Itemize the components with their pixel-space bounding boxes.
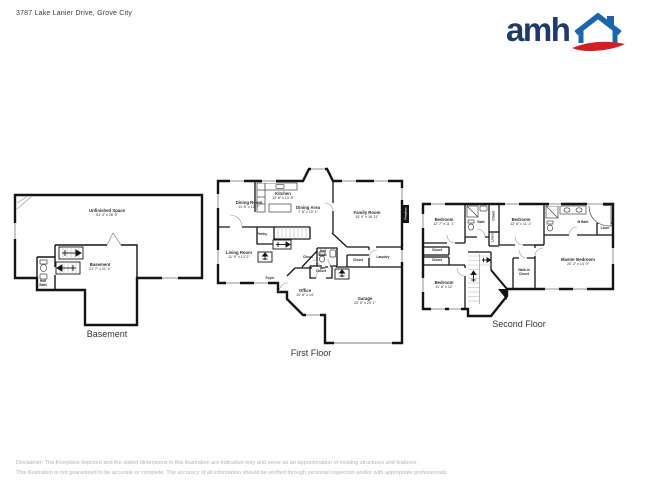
fireplace-box: [402, 205, 409, 223]
sink-icon: [275, 184, 285, 189]
stair-treads: [277, 227, 307, 239]
chimney-shape: [607, 16, 615, 26]
toilet-icon: [39, 259, 48, 265]
first-floor-label: First Floor: [290, 348, 332, 358]
room-label-foyer: Foyer: [265, 276, 275, 280]
room-label-bedroom-1: Bedroom 12' 7" x 11' 1": [433, 217, 455, 227]
sink-icon: [575, 207, 583, 213]
room-label-kitchen: Kitchen 13' 8" x 13' 8": [272, 191, 294, 201]
room-label-pantry: Pantry: [256, 232, 268, 236]
stair-direction-arrows: [261, 241, 346, 277]
room-label-walk-in-closet: Walk-in Closet: [518, 268, 530, 277]
basement-floor-label: Basement: [86, 329, 128, 339]
master-bath-fixtures: [545, 205, 612, 232]
toilet-icon: [319, 255, 325, 263]
room-label-linen-right: Linen: [600, 226, 610, 230]
door-arc: [106, 232, 122, 246]
outer-walls: [421, 202, 615, 318]
room-label-half-bath: Half Bath: [319, 249, 327, 258]
windows: [216, 167, 404, 345]
room-label-garage: Garage 20' 5" x 23' 1": [354, 296, 376, 306]
room-label-closet-top: Closet: [491, 210, 496, 221]
first-floor-drawing: [216, 167, 409, 345]
room-label-master-bedroom: Master Bedroom 20' 2" x 14' 9": [561, 257, 595, 267]
sink-icon: [39, 273, 48, 280]
room-label-unfinished-space: Unfinished Space 51' 4" x 28' 5": [88, 208, 126, 218]
room-label-half-bath: Half Bath: [39, 279, 47, 288]
property-address: 3787 Lake Lanier Drive, Grove City: [16, 10, 133, 17]
room-label-bath: Bath: [477, 220, 485, 224]
stair-direction-arrows: [470, 256, 492, 282]
half-bath-fixtures: [318, 249, 336, 263]
room-label-bedroom-3: Bedroom 11' 6" x 12': [434, 280, 454, 290]
stairwell-diagonal: [490, 269, 508, 290]
door-arcs: [229, 202, 378, 293]
kitchen-island: [268, 203, 292, 213]
amh-house-icon: [571, 12, 629, 58]
bath-fixtures: [466, 205, 488, 231]
red-swoosh: [572, 41, 626, 52]
basement-floorplan: Unfinished Space 51' 4" x 28' 5" Basemen…: [12, 183, 212, 348]
interior-walls: [36, 244, 138, 290]
fireplace-label: Fireplace: [403, 206, 408, 220]
second-floor-floorplan: Bedroom 12' 7" x 11' 1" Bath Closet Line…: [419, 190, 649, 335]
room-label-basement: Basement 21' 7" x 21' 4": [89, 262, 111, 272]
windows: [13, 223, 178, 280]
room-label-linen-left: Linen: [490, 233, 495, 242]
walls-shape: [578, 31, 618, 43]
amh-logo-text: amh: [506, 11, 571, 48]
room-label-bedroom-2: Bedroom 12' 8" x 11' 1": [510, 217, 532, 227]
disclaimer-line-1: Disclaimer: The floorplans depicted and …: [16, 460, 418, 466]
windows: [421, 202, 615, 311]
toilet-icon: [547, 224, 553, 232]
first-floor-floorplan: Dining Room 11' 8" x 12' 7" Kitchen 13' …: [216, 166, 411, 366]
toilet-icon: [468, 223, 474, 231]
room-label-laundry: Laundry: [376, 255, 390, 259]
room-label-dining-room: Dining Room 11' 8" x 12' 7": [235, 200, 263, 210]
room-label-m-bath: M Bath: [577, 220, 589, 224]
room-label-family-room: Family Room 15' 9" x 18' 11": [353, 210, 381, 220]
sink-icon: [329, 249, 336, 258]
vanity-counter: [559, 205, 587, 215]
door-arcs: [446, 226, 578, 277]
stairwell-corner: [498, 289, 507, 300]
room-label-closet-hall: Closet: [302, 255, 314, 259]
half-bath-fixtures: [39, 259, 48, 280]
room-label-office: Office 10' 8" x 14': [296, 288, 314, 298]
second-floor-label: Second Floor: [492, 319, 546, 329]
disclaimer-line-2: This illustration is not guaranteed to b…: [16, 470, 449, 476]
outer-walls: [13, 193, 204, 327]
amh-logo: amh: [506, 12, 629, 58]
basement-drawing: [13, 193, 204, 327]
exterior-stair-hatch: [16, 195, 33, 210]
sink-icon: [563, 207, 571, 213]
second-floor-drawing: [421, 202, 615, 318]
disclaimer: Disclaimer: The floorplans depicted and …: [16, 458, 448, 478]
roof-shape: [574, 12, 623, 36]
sink-icon: [479, 205, 488, 212]
interior-walls: [423, 204, 613, 309]
room-label-dining-area: Dining Area 7' 8" x 10' 1": [296, 205, 320, 215]
room-label-closet-entry: Closet: [315, 269, 327, 273]
room-label-closet-garage: Closet: [352, 258, 364, 262]
kitchen-counters: [256, 182, 298, 213]
stair-direction-arrows: [56, 249, 82, 272]
room-label-closet-a: Closet: [431, 248, 443, 252]
room-label-closet-b: Closet: [431, 258, 443, 262]
room-label-living-room: Living Room 11' 9" x 13' 2": [225, 250, 253, 260]
bathtub-icon: [588, 205, 612, 227]
